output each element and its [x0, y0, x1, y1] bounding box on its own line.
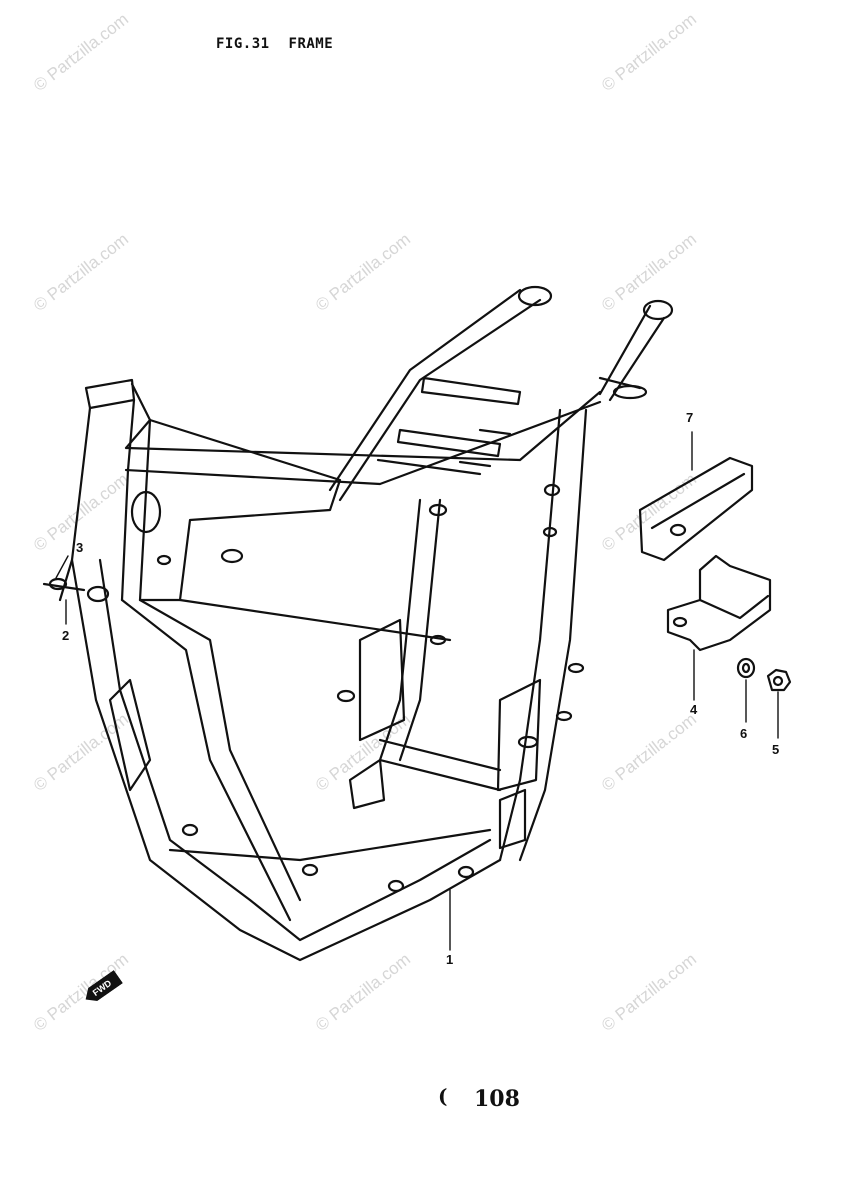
frame-gusset-plates: [108, 418, 542, 850]
page-prefix: (: [438, 1084, 448, 1108]
callout-leader-lines: [55, 431, 779, 951]
frame-mounting-bosses: [156, 483, 585, 893]
callout-label-1: 1: [446, 952, 454, 967]
seat-rail-cross-members: [376, 376, 648, 476]
frame-cover-part-7: [638, 456, 754, 562]
steering-head: [58, 378, 136, 602]
frame-top-tubes: [124, 285, 674, 502]
page-number: 108: [474, 1086, 520, 1112]
figure-header: FIG.31 FRAME: [216, 36, 343, 52]
frame-down-tubes: [70, 408, 588, 962]
callout-label-2: 2: [62, 628, 70, 643]
callout-label-7: 7: [686, 410, 694, 425]
callout-label-5: 5: [772, 742, 780, 757]
callout-label-4: 4: [690, 702, 698, 717]
figure-title: FRAME: [288, 36, 334, 52]
washer-part-6: [736, 657, 756, 679]
figure-number: FIG.31: [216, 36, 270, 52]
bolt-part-2: [42, 577, 110, 603]
nut-part-5: [766, 668, 792, 692]
bracket-part-4: [666, 554, 772, 652]
callout-label-6: 6: [740, 726, 748, 741]
callout-label-3: 3: [76, 540, 84, 555]
